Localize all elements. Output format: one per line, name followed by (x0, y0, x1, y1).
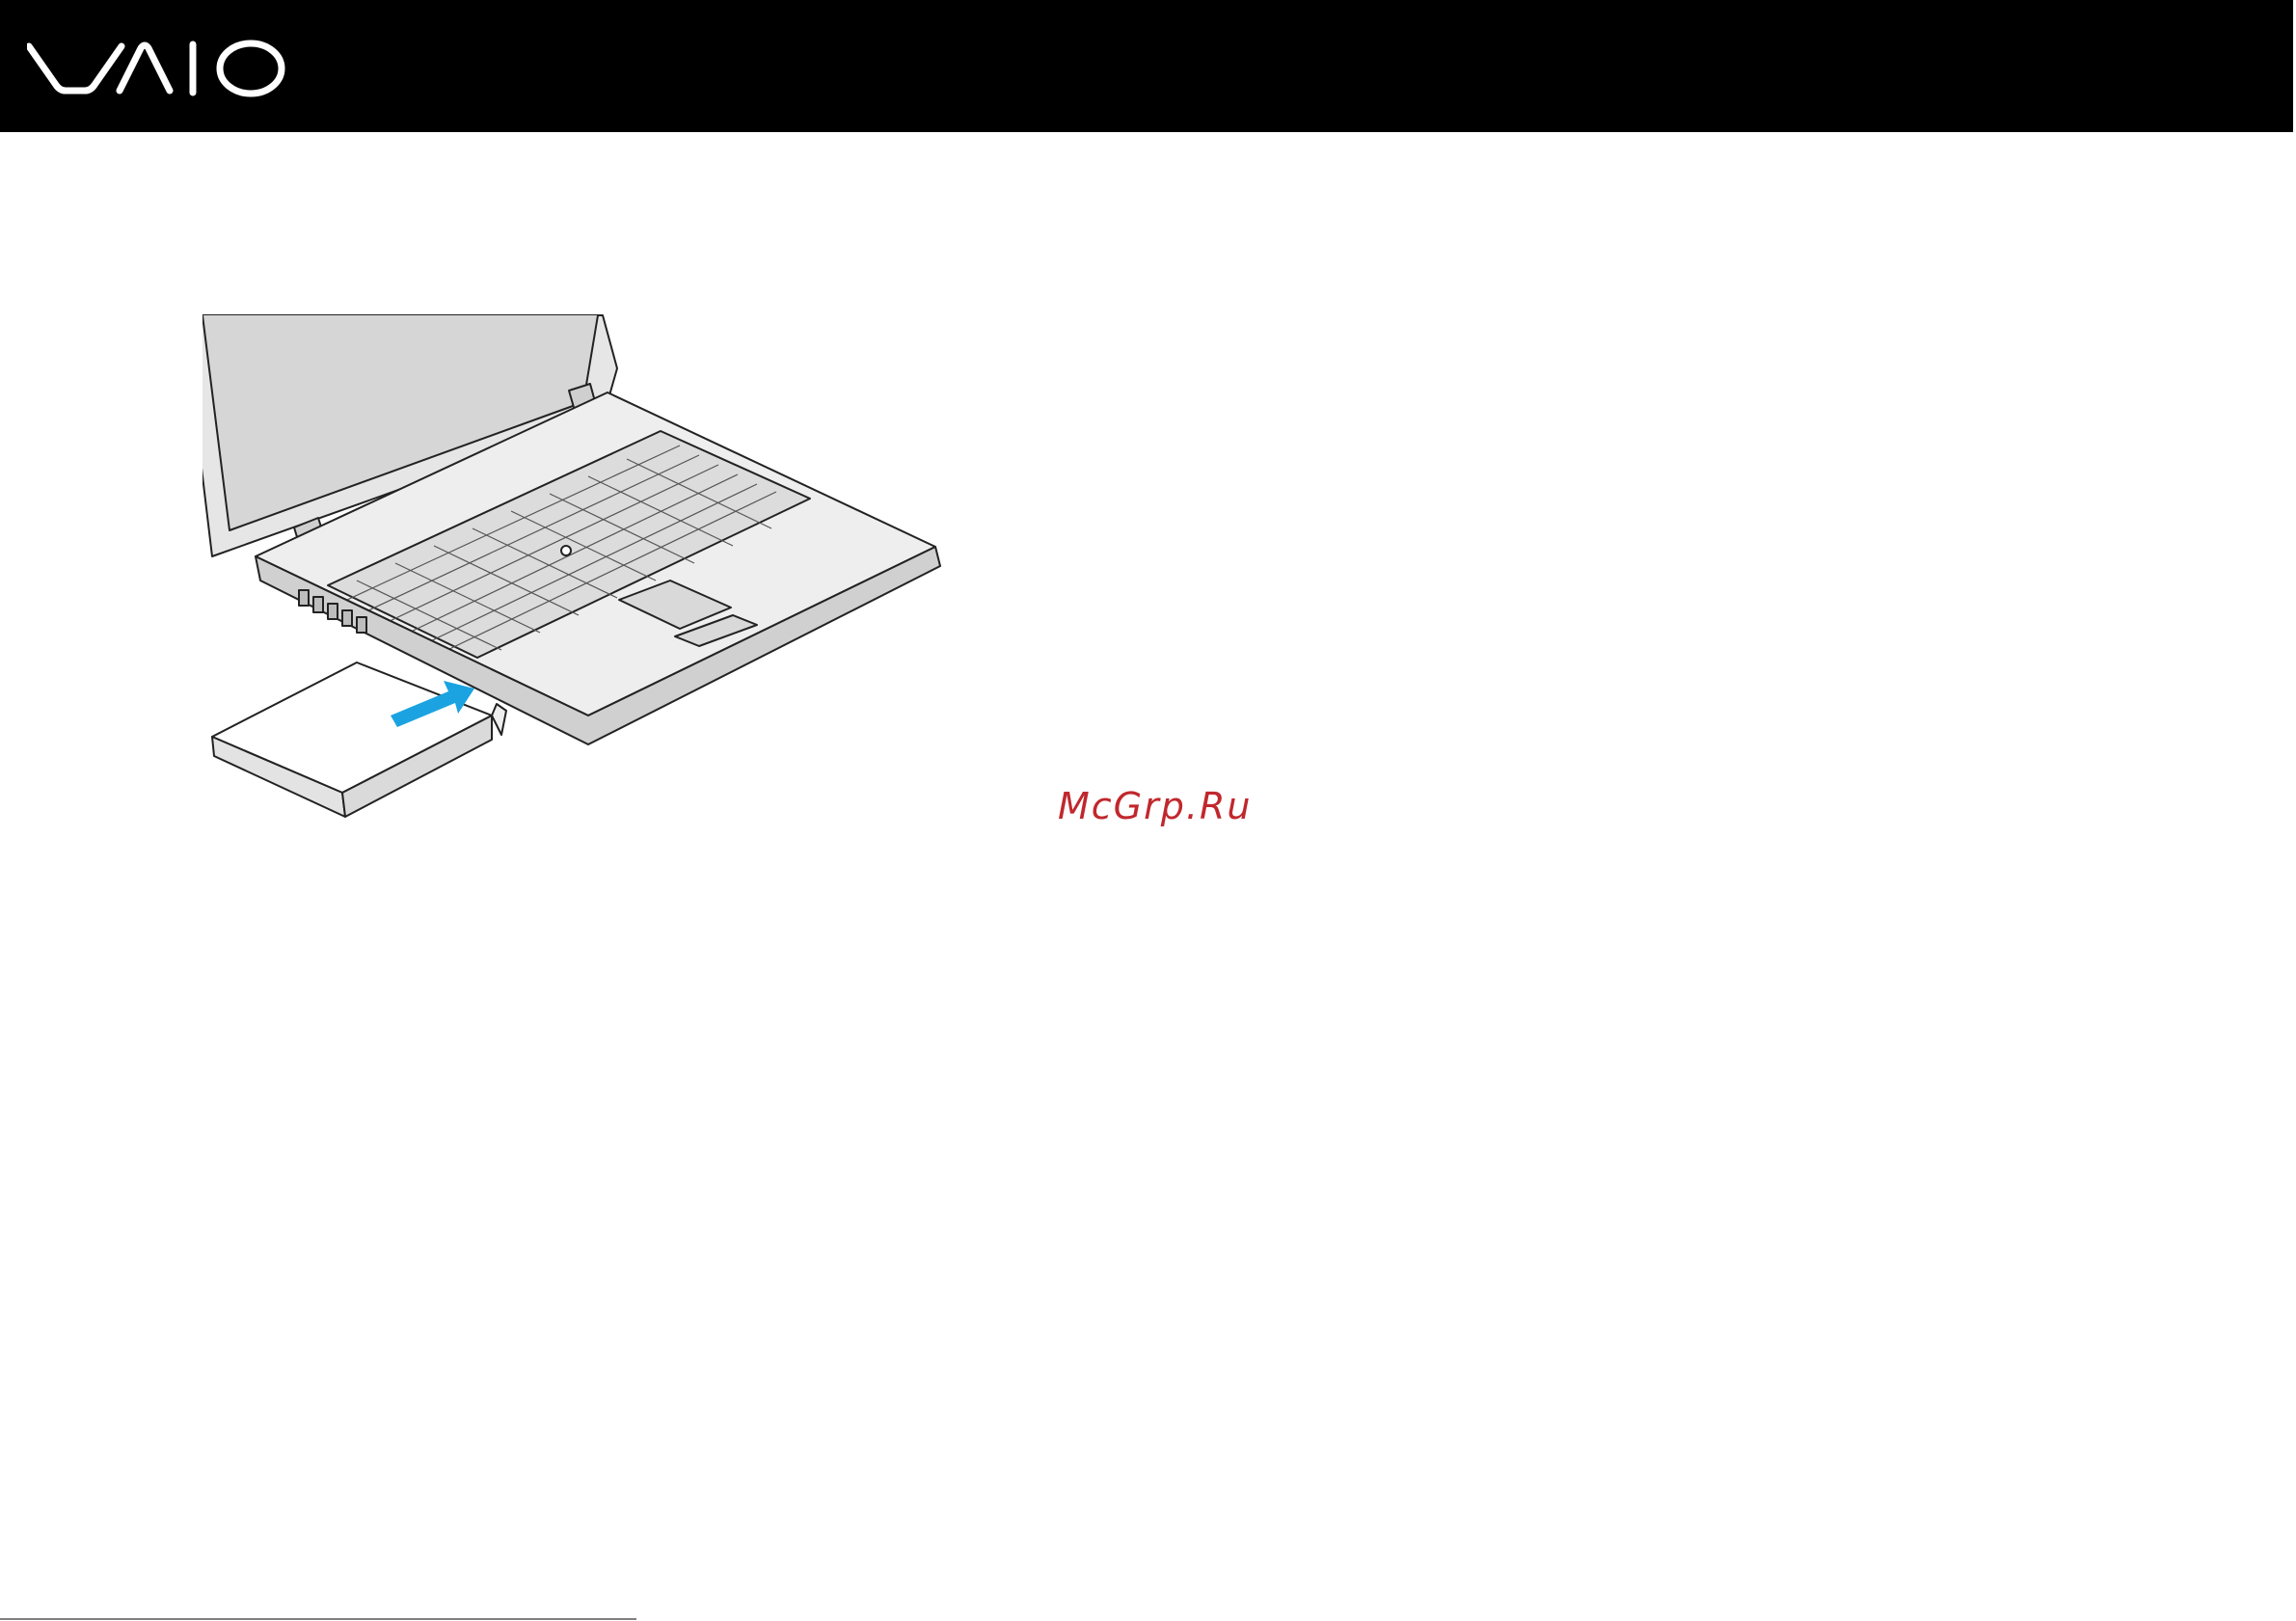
footer-rule (0, 1618, 636, 1620)
vaio-logo (27, 35, 287, 102)
laptop-illustration (203, 311, 955, 831)
header-bar (0, 0, 2293, 132)
watermark-text: McGrp.Ru (1058, 785, 1252, 827)
